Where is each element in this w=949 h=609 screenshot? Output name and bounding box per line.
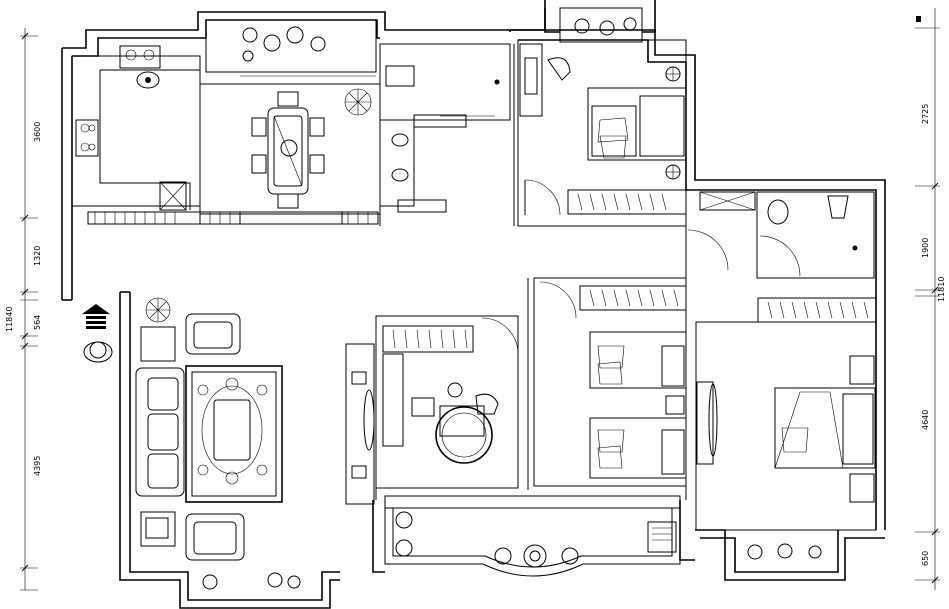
- bathroom-top: [379, 43, 511, 213]
- living-room: [82, 297, 301, 590]
- bedroom-middle: [533, 277, 687, 487]
- dim-left-2: 1320: [33, 246, 42, 266]
- study-room: [345, 315, 519, 505]
- exterior-walls: [61, 0, 886, 609]
- dim-left-1: 3600: [33, 122, 42, 142]
- dim-tick-marks-right: [931, 182, 939, 584]
- balcony-bottom: [384, 495, 681, 577]
- dim-marker-right: [916, 16, 921, 22]
- dim-left-4: 4395: [33, 456, 42, 476]
- bedroom-right: [695, 297, 877, 560]
- dim-right-4: 650: [921, 551, 930, 566]
- bathroom-right: [699, 191, 875, 279]
- dim-tick-marks-left: [21, 32, 29, 572]
- kitchen: [71, 45, 201, 211]
- dim-right-total: 11810: [937, 277, 946, 302]
- bedroom-top: [517, 7, 687, 227]
- dim-right-3: 4640: [921, 410, 930, 430]
- dimension-bar-left: 3600 1320 564 4395 11840: [5, 28, 42, 591]
- dimension-bar-right: 2725 1900 11810 4640 650: [915, 8, 946, 590]
- dim-left-total: 11840: [5, 307, 14, 332]
- dim-left-3: 564: [33, 315, 42, 330]
- dining-room: [199, 19, 381, 215]
- dim-right-1: 2725: [921, 104, 930, 124]
- interior-walls: [199, 44, 729, 500]
- dim-right-2: 1900: [921, 238, 930, 258]
